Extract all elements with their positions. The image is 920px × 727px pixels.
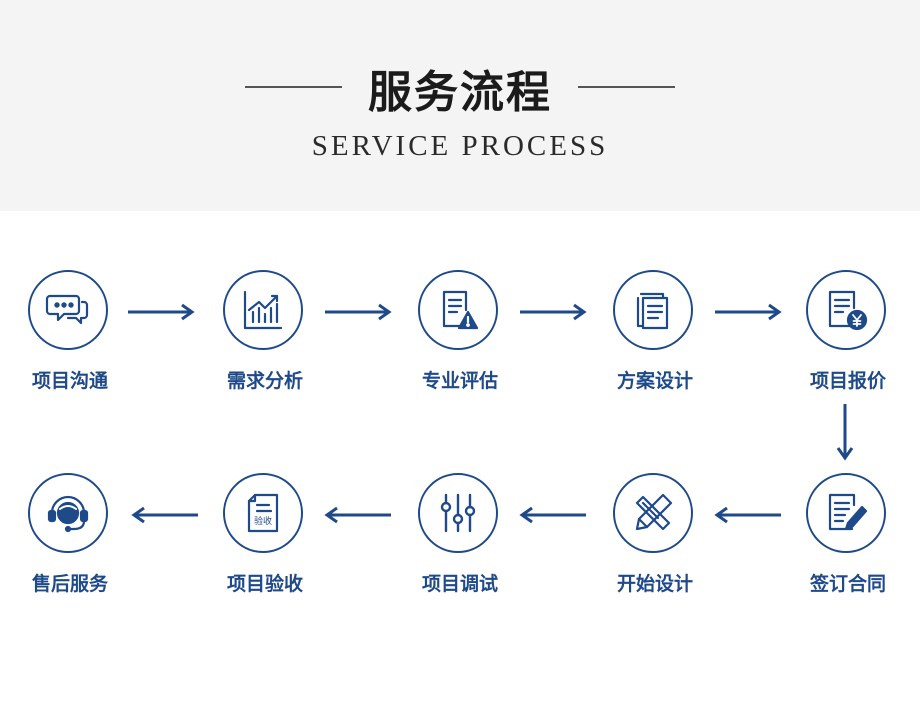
step-4-circle [613,270,693,350]
bar-chart-icon [243,290,283,330]
arrow-down [836,404,854,461]
chat-bubbles-icon [45,294,89,325]
step-2-circle [223,270,303,350]
arrow-left-4 [131,506,198,524]
ruler-pencil-icon [635,493,673,531]
step-10-circle [28,473,108,553]
document-warning-icon [442,290,479,330]
header-banner: 服务流程 SERVICE PROCESS [0,0,920,211]
step-6-circle [806,473,886,553]
page-subtitle: SERVICE PROCESS [311,130,609,162]
step-9-circle: 验收 [223,473,303,553]
step-4-label: 方案设计 [616,370,693,392]
title-left-rule [245,86,342,88]
acceptance-icon-text: 验收 [254,515,272,527]
documents-icon [636,292,669,330]
step-3-label: 专业评估 [421,370,498,392]
step-3-circle [418,270,498,350]
step-6-label: 签订合同 [809,573,886,595]
step-7-label: 开始设计 [616,573,693,595]
step-10-label: 售后服务 [31,573,108,595]
step-5-circle [806,270,886,350]
page-title: 服务流程 [368,67,552,118]
step-8-label: 项目调试 [421,573,498,595]
step-2-label: 需求分析 [226,370,303,392]
arrow-right-2 [325,303,392,321]
sliders-icon [440,493,476,533]
step-8-circle [418,473,498,553]
title-right-rule [578,86,675,88]
acceptance-document-icon: 验收 [247,493,279,533]
step-1-label: 项目沟通 [31,370,108,392]
contract-pen-icon [828,493,868,531]
arrow-left-2 [519,506,586,524]
arrow-left-1 [714,506,781,524]
invoice-yen-icon [828,290,868,331]
arrow-right-4 [715,303,782,321]
arrow-right-1 [128,303,195,321]
step-1-circle [28,270,108,350]
arrow-right-3 [520,303,587,321]
step-5-label: 项目报价 [809,370,886,392]
step-9-label: 项目验收 [226,573,303,595]
arrow-left-3 [324,506,391,524]
headset-agent-icon [47,495,89,533]
step-7-circle [613,473,693,553]
